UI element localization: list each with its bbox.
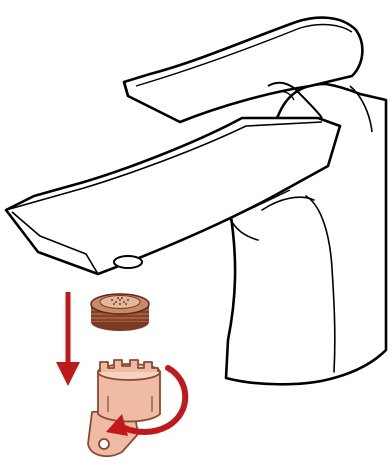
aerator-key-tool xyxy=(88,360,160,456)
down-arrow xyxy=(56,292,80,386)
aerator xyxy=(91,294,149,331)
